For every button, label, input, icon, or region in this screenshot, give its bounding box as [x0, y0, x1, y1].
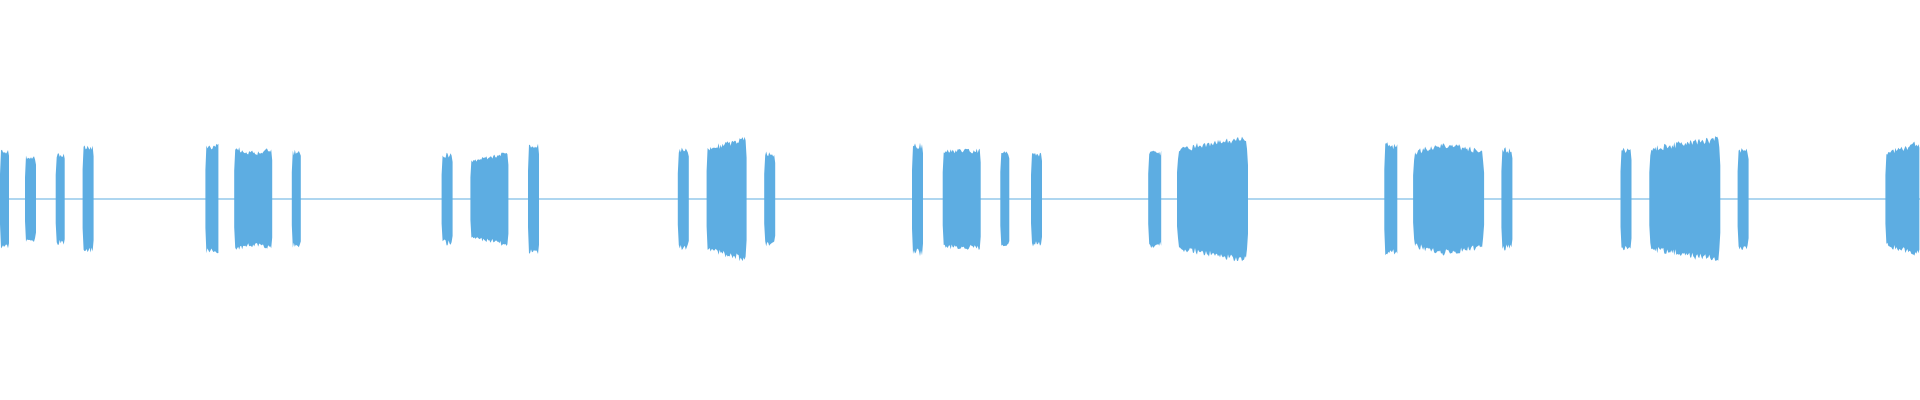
- waveform-burst: [912, 142, 923, 257]
- waveform-burst: [942, 148, 981, 250]
- waveform-burst: [1501, 147, 1513, 251]
- waveform-burst: [1737, 148, 1749, 250]
- waveform-burst: [706, 136, 747, 262]
- waveform-burst: [291, 149, 301, 248]
- waveform-burst: [1620, 147, 1632, 251]
- waveform-burst: [470, 152, 509, 246]
- waveform-burst: [1384, 142, 1398, 256]
- waveform-burst: [1148, 150, 1162, 248]
- waveform-segments: [0, 136, 1920, 262]
- waveform-burst: [1000, 151, 1010, 247]
- waveform-burst: [677, 147, 689, 250]
- waveform-burst: [1413, 143, 1485, 256]
- waveform-burst: [234, 147, 273, 250]
- waveform-burst: [764, 151, 776, 247]
- waveform-burst: [0, 149, 9, 249]
- waveform-burst: [1649, 136, 1721, 261]
- waveform-burst: [1031, 152, 1042, 247]
- waveform-burst: [82, 145, 94, 253]
- waveform-burst: [441, 152, 453, 246]
- waveform-burst: [55, 153, 65, 245]
- waveform-burst: [25, 155, 36, 242]
- waveform-burst: [205, 143, 219, 254]
- waveform-burst: [1177, 136, 1248, 262]
- waveform-burst: [528, 143, 539, 254]
- waveform-burst: [1885, 141, 1920, 256]
